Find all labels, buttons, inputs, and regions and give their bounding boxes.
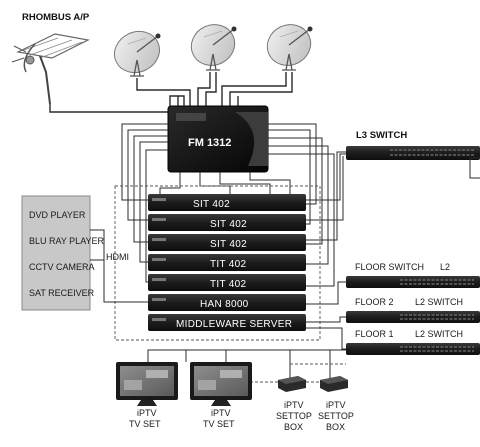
device-label: HAN 8000: [200, 299, 249, 310]
device-label: TIT 402: [210, 259, 247, 270]
hdmi-cable: [90, 229, 148, 303]
floor1-switch-label: L2 SWITCH: [415, 329, 463, 339]
stb-label-line2: SETTOP: [318, 411, 354, 421]
rhombus-label: RHOMBUS A/P: [22, 12, 90, 23]
source-bluray-player: BLU RAY PLAYER: [29, 236, 105, 246]
headend-rack-outline: [114, 185, 321, 341]
receiver-sit402-3: SIT 402: [148, 234, 306, 251]
satellite-dish-1: [114, 30, 161, 77]
rhombus-antenna-icon: [11, 33, 90, 105]
iptv-settop-box-2: iPTV SETTOP BOX: [318, 376, 354, 432]
rack-devices: SIT 402 SIT 402 SIT 402 TIT 402 TIT 402 …: [148, 194, 306, 331]
settop-box-icon: [320, 376, 348, 392]
device-label: TIT 402: [210, 279, 247, 290]
receiver-sit402-2: SIT 402: [148, 214, 306, 231]
antenna-cables: [49, 72, 293, 113]
iptv-tv-set-2: iPTV TV SET: [190, 362, 252, 429]
device-label: SIT 402: [210, 219, 247, 230]
stb-label-line1: iPTV: [326, 400, 346, 410]
iptv-tv-set-1: iPTV TV SET: [116, 362, 178, 429]
middleware-server: MIDDLEWARE SERVER: [148, 314, 306, 331]
settop-box-icon: [278, 376, 306, 392]
floor2-label: FLOOR 2: [355, 297, 394, 307]
receiver-sit402-1: SIT 402: [148, 194, 306, 211]
floor2-switch: [346, 311, 480, 323]
floor2-switch-label: L2 SWITCH: [415, 297, 463, 307]
source-cctv-camera: CCTV CAMERA: [29, 262, 95, 272]
fm1312-multiswitch: FM 1312: [167, 105, 269, 173]
source-dvd-player: DVD PLAYER: [29, 210, 86, 220]
source-sat-receiver: SAT RECEIVER: [29, 288, 95, 298]
l3-switch-label: L3 SWITCH: [356, 130, 407, 141]
floor1-switch: [346, 343, 480, 355]
satellite-dish-icon: [266, 24, 313, 71]
l3-switch: [346, 146, 480, 160]
floor1-label: FLOOR 1: [355, 329, 394, 339]
satellite-dish-2: [190, 24, 237, 71]
hdmi-label: HDMI: [106, 252, 129, 262]
satellite-dish-icon: [114, 30, 161, 77]
stb-label-line1: iPTV: [284, 400, 304, 410]
tv-label-line1: iPTV: [137, 408, 157, 418]
stb-label-line2: SETTOP: [276, 411, 312, 421]
iptv-settop-box-1: iPTV SETTOP BOX: [276, 376, 312, 432]
satellite-dish-icon: [190, 24, 237, 71]
satellite-dish-3: [266, 24, 313, 71]
tv-icon: [116, 362, 178, 406]
tv-label-line2: TV SET: [203, 419, 235, 429]
device-label: SIT 402: [210, 239, 247, 250]
tv-label-line2: TV SET: [129, 419, 161, 429]
tv-icon: [190, 362, 252, 406]
device-label: SIT 402: [193, 199, 230, 210]
floor-switch-label: FLOOR SWITCH: [355, 262, 424, 272]
device-label: MIDDLEWARE SERVER: [176, 319, 292, 330]
tv-label-line1: iPTV: [211, 408, 231, 418]
floor-switch-level: L2: [440, 262, 450, 272]
media-sources: DVD PLAYER BLU RAY PLAYER CCTV CAMERA SA…: [21, 195, 148, 311]
rhombus-antenna: RHOMBUS A/P: [11, 12, 90, 105]
fm1312-label: FM 1312: [188, 137, 231, 149]
stb-label-line3: BOX: [284, 422, 303, 432]
receiver-tit402-2: TIT 402: [148, 274, 306, 291]
floor-switch: [346, 276, 480, 288]
stb-label-line3: BOX: [326, 422, 345, 432]
encoder-han8000: HAN 8000: [148, 294, 306, 311]
receiver-tit402-1: TIT 402: [148, 254, 306, 271]
network-switches: L3 SWITCH FLOOR SWITCH L2 FLOOR 2 L2 SWI…: [306, 130, 480, 355]
